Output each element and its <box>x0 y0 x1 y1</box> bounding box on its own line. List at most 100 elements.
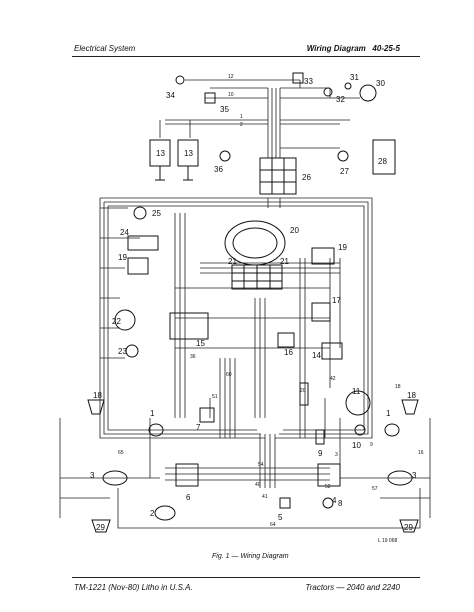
fuse-block-26-icon <box>259 157 297 195</box>
switch-17-icon <box>311 302 331 322</box>
callout-c29l: 29 <box>96 523 105 532</box>
callout-c1r: 1 <box>386 409 391 418</box>
figure-caption: Fig. 1 — Wiring Diagram <box>212 553 289 560</box>
flood-lamp-1r-icon <box>384 423 400 437</box>
head-lamp-3l-icon <box>102 470 128 486</box>
lamp-36-icon <box>219 150 231 162</box>
relay-14-icon <box>321 342 343 360</box>
callout-c31: 31 <box>350 73 359 82</box>
wire-number: 40 <box>255 482 261 488</box>
wire-harness <box>59 79 431 529</box>
callout-c32: 32 <box>336 95 345 104</box>
wire-number: 12 <box>228 74 234 80</box>
wire-number: 54 <box>258 462 264 468</box>
wire-number: 20 <box>300 388 306 394</box>
switch-24-icon <box>127 235 159 251</box>
callout-c24: 24 <box>120 228 129 237</box>
wire-number: 60 <box>226 372 232 378</box>
component-19r-icon <box>311 247 335 265</box>
wire-number: 3 <box>335 452 338 458</box>
connector-6-icon <box>175 463 199 487</box>
wire-number: 36 <box>190 354 196 360</box>
callout-c15: 15 <box>196 339 205 348</box>
callout-c13b: 13 <box>184 149 193 158</box>
resistor-12-icon <box>299 382 309 406</box>
wire-number: 65 <box>118 450 124 456</box>
connector-5-icon <box>279 497 291 509</box>
page-number: 40-25-5 <box>372 44 400 53</box>
callout-c19l: 19 <box>118 253 127 262</box>
wire-number: 52 <box>325 484 331 490</box>
wire-number: 18 <box>395 384 401 390</box>
sender-7-icon <box>199 407 215 423</box>
callout-c22: 22 <box>112 317 121 326</box>
wire-number: 16 <box>418 450 424 456</box>
warning-lamp-18r-icon <box>401 399 419 415</box>
callout-c3l: 3 <box>90 471 95 480</box>
callout-c5: 5 <box>278 513 283 522</box>
callout-c26: 26 <box>302 173 311 182</box>
warning-lamp-18l-icon <box>87 399 105 415</box>
sender-32-icon <box>323 87 333 97</box>
callout-c14: 14 <box>312 351 321 360</box>
callout-c1l: 1 <box>150 409 155 418</box>
switch-35-icon <box>204 92 216 104</box>
callout-c2: 2 <box>150 509 155 518</box>
tail-lamp-2-icon <box>154 505 176 521</box>
rear-lamp-29l-icon <box>91 519 111 533</box>
wire-number: 41 <box>262 494 268 500</box>
callout-c8: 8 <box>338 499 343 508</box>
wire-number: 57 <box>372 486 378 492</box>
diagram-title: Wiring Diagram <box>306 44 366 53</box>
callout-c33: 33 <box>304 77 313 86</box>
alternator-28-icon <box>372 139 396 175</box>
module-15-icon <box>169 312 209 340</box>
section-title: Electrical System <box>74 44 136 53</box>
relay-25-icon <box>133 206 147 220</box>
callout-c30: 30 <box>376 79 385 88</box>
callout-c35: 35 <box>220 105 229 114</box>
wire-number: 51 <box>212 394 218 400</box>
head-lamp-3r-icon <box>387 470 413 486</box>
lamp-27-icon <box>337 150 349 162</box>
switch-23-icon <box>125 344 139 358</box>
header-rule <box>72 56 420 57</box>
lamp-34-icon <box>175 75 185 85</box>
callout-c19r: 19 <box>338 243 347 252</box>
callout-c36: 36 <box>214 165 223 174</box>
sensor-9-icon <box>315 429 325 445</box>
callout-c16: 16 <box>284 348 293 357</box>
callout-c29r: 29 <box>404 523 413 532</box>
switch-33-icon <box>292 72 304 84</box>
callout-c18l: 18 <box>93 391 102 400</box>
connector-4-icon <box>317 463 341 487</box>
wire-number: 10 <box>228 92 234 98</box>
wire-number: 42 <box>330 376 336 382</box>
lamp-10-icon <box>354 424 366 436</box>
footer-manual: TM-1221 (Nov-80) Litho in U.S.A. <box>74 583 193 592</box>
callout-c4: 4 <box>332 496 337 505</box>
callout-c34: 34 <box>166 91 175 100</box>
lamp-31-icon <box>344 82 352 90</box>
relay-16-icon <box>277 332 295 348</box>
starter-11-icon <box>345 390 371 416</box>
component-19l-icon <box>127 257 149 275</box>
reference-code: L 19 068 <box>378 538 398 544</box>
callout-c10: 10 <box>352 441 361 450</box>
footer-rule <box>72 577 420 578</box>
footer-models: Tractors — 2040 and 2240 <box>305 583 400 592</box>
horn-30-icon <box>359 84 377 102</box>
rear-lamp-29r-icon <box>399 519 419 533</box>
page-title: Wiring Diagram 40-25-5 <box>307 44 400 53</box>
callout-c28: 28 <box>378 157 387 166</box>
wire-number: 64 <box>270 522 276 528</box>
callout-c6: 6 <box>186 493 191 502</box>
callout-c25: 25 <box>152 209 161 218</box>
callout-c7: 7 <box>196 423 201 432</box>
flood-lamp-1l-icon <box>148 423 164 437</box>
switch-22-icon <box>114 309 136 331</box>
callout-c20: 20 <box>290 226 299 235</box>
